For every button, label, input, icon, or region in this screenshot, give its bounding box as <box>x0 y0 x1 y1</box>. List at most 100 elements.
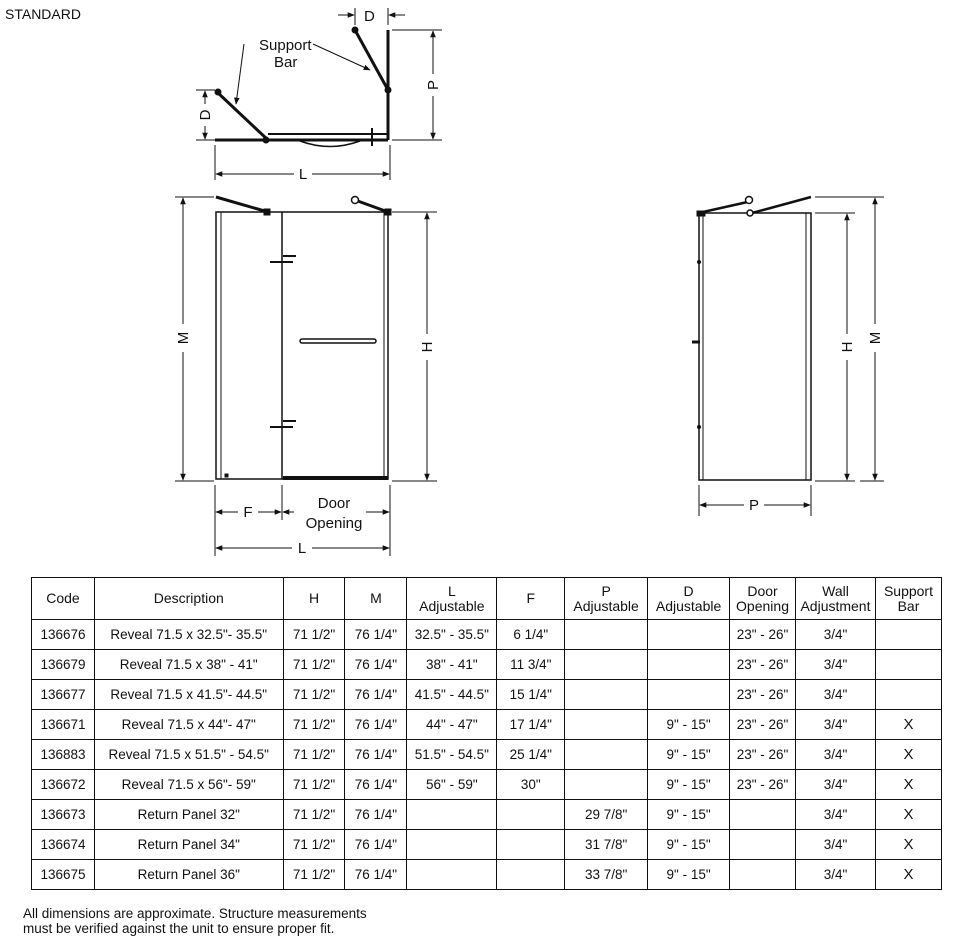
table-cell: 56" - 59" <box>406 769 498 800</box>
table-cell: 25 1/4" <box>496 739 566 770</box>
column-header-line2: Adjustable <box>419 597 485 614</box>
table-cell: 136674 <box>31 829 95 860</box>
column-header-line1: P <box>601 582 611 599</box>
table-cell: 76 1/4" <box>344 769 408 800</box>
column-header-line1: Support <box>883 582 933 599</box>
table-cell: X <box>874 709 943 740</box>
dimension-H-side-label: H <box>839 342 856 353</box>
column-header-line1: M <box>370 590 382 606</box>
table-cell <box>647 619 731 650</box>
table-cell: Return Panel 32" <box>93 799 284 830</box>
table-cell: Reveal 71.5 x 51.5" - 54.5" <box>93 739 284 770</box>
table-cell: 76 1/4" <box>344 709 408 740</box>
dimension-P-top-label: P <box>425 80 442 90</box>
door-opening-label-line2: Opening <box>306 515 363 532</box>
column-header-line2: Bar <box>897 597 920 614</box>
table-cell: 3/4" <box>795 679 876 710</box>
disclaimer-line1: All dimensions are approximate. Structur… <box>23 906 367 921</box>
dimension-M-front-label: M <box>175 332 192 345</box>
table-cell: Reveal 71.5 x 32.5"- 35.5" <box>93 619 284 650</box>
table-cell: 9" - 15" <box>647 709 731 740</box>
table-cell: 136673 <box>31 799 95 830</box>
column-header-line1: F <box>526 590 535 606</box>
table-cell: 71 1/2" <box>282 619 346 650</box>
table-cell: Reveal 71.5 x 41.5"- 44.5" <box>93 679 284 710</box>
table-cell <box>564 769 649 800</box>
table-cell: 3/4" <box>795 769 876 800</box>
table-cell: 76 1/4" <box>344 799 408 830</box>
column-header-line1: Door <box>747 582 778 599</box>
disclaimer-line2: must be verified against the unit to ens… <box>23 921 335 936</box>
table-cell: 3/4" <box>795 619 876 650</box>
table-cell <box>729 859 796 890</box>
table-cell: 9" - 15" <box>647 769 731 800</box>
table-cell <box>564 679 649 710</box>
page-heading: STANDARD <box>5 6 81 22</box>
table-cell: 17 1/4" <box>496 709 566 740</box>
table-cell: 76 1/4" <box>344 859 408 890</box>
dimension-M-side-label: M <box>867 332 884 345</box>
side-view-drawing <box>692 195 812 481</box>
table-cell: 71 1/2" <box>282 829 346 860</box>
top-view-drawing <box>214 26 392 148</box>
table-cell: 30" <box>496 769 566 800</box>
table-cell: X <box>874 769 943 800</box>
column-header-line2: Adjustable <box>573 597 639 614</box>
table-cell: 31 7/8" <box>564 829 649 860</box>
support-bar-label-line1: Support <box>259 37 312 54</box>
dimension-L-bottom-label: L <box>298 540 306 557</box>
table-cell: 23" - 26" <box>729 739 796 770</box>
table-cell: 136676 <box>31 619 95 650</box>
table-cell: 3/4" <box>795 859 876 890</box>
table-cell <box>729 799 796 830</box>
table-cell: 136679 <box>31 649 95 680</box>
column-header: Description <box>93 577 284 620</box>
table-cell: Reveal 71.5 x 38" - 41" <box>93 649 284 680</box>
dimension-P-side-label: P <box>749 497 759 514</box>
table-cell: 3/4" <box>795 709 876 740</box>
column-header-line1: H <box>308 590 320 606</box>
table-cell: 9" - 15" <box>647 799 731 830</box>
table-cell: 23" - 26" <box>729 619 796 650</box>
table-cell: 15 1/4" <box>496 679 566 710</box>
table-cell <box>647 679 731 710</box>
table-cell: 23" - 26" <box>729 679 796 710</box>
table-cell: Return Panel 36" <box>93 859 284 890</box>
table-cell: 71 1/2" <box>282 679 346 710</box>
column-header: F <box>496 577 566 620</box>
table-cell: 51.5" - 54.5" <box>406 739 498 770</box>
table-cell <box>874 649 943 680</box>
table-cell: 76 1/4" <box>344 829 408 860</box>
column-header: H <box>282 577 346 620</box>
table-cell: 136677 <box>31 679 95 710</box>
table-cell: X <box>874 799 943 830</box>
table-cell: X <box>874 859 943 890</box>
table-cell: 71 1/2" <box>282 769 346 800</box>
table-cell: 71 1/2" <box>282 859 346 890</box>
table-cell <box>406 799 498 830</box>
table-cell <box>564 739 649 770</box>
table-cell <box>874 679 943 710</box>
column-header-line1: D <box>683 582 694 599</box>
support-bar-label-line2: Bar <box>274 54 297 71</box>
table-cell <box>496 859 566 890</box>
column-header-line2: Opening <box>736 597 789 614</box>
table-cell: 3/4" <box>795 649 876 680</box>
column-header: M <box>344 577 408 620</box>
column-header: Code <box>31 577 95 620</box>
disclaimer-note: All dimensions are approximate. Structur… <box>23 906 443 936</box>
column-header-line2: Adjustable <box>655 597 722 614</box>
table-cell: 3/4" <box>795 829 876 860</box>
dimension-H-front-label: H <box>419 342 436 353</box>
table-cell: 136675 <box>31 859 95 890</box>
table-cell: 76 1/4" <box>344 739 408 770</box>
table-cell <box>496 799 566 830</box>
